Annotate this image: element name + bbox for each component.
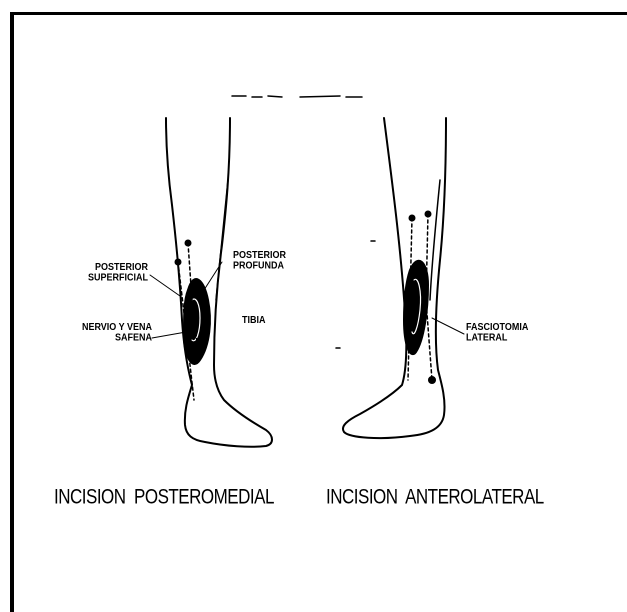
label-tibia: TIBIA (242, 315, 282, 326)
right-leg-outer-contour (343, 118, 446, 438)
caption-incision-posteromedial: INCISION POSTEROMEDIAL (54, 486, 324, 508)
left-leg-outer-contour (166, 118, 272, 447)
label-fasciotomia-lateral: FASCIOTOMIA LATERAL (466, 322, 556, 344)
label-posterior-superficial: POSTERIOR SUPERFICIAL (64, 262, 148, 284)
right-lateral-muscle (404, 261, 428, 354)
label-nervio-vena-safena: NERVIO Y VENA SAFENA (48, 322, 152, 344)
top-scribble-mark (232, 96, 362, 97)
label-posterior-profunda: POSTERIOR PROFUNDA (233, 250, 323, 272)
left-leg-shin-line (216, 180, 228, 300)
caption-incision-anterolateral: INCISION ANTEROLATERAL (326, 486, 606, 508)
